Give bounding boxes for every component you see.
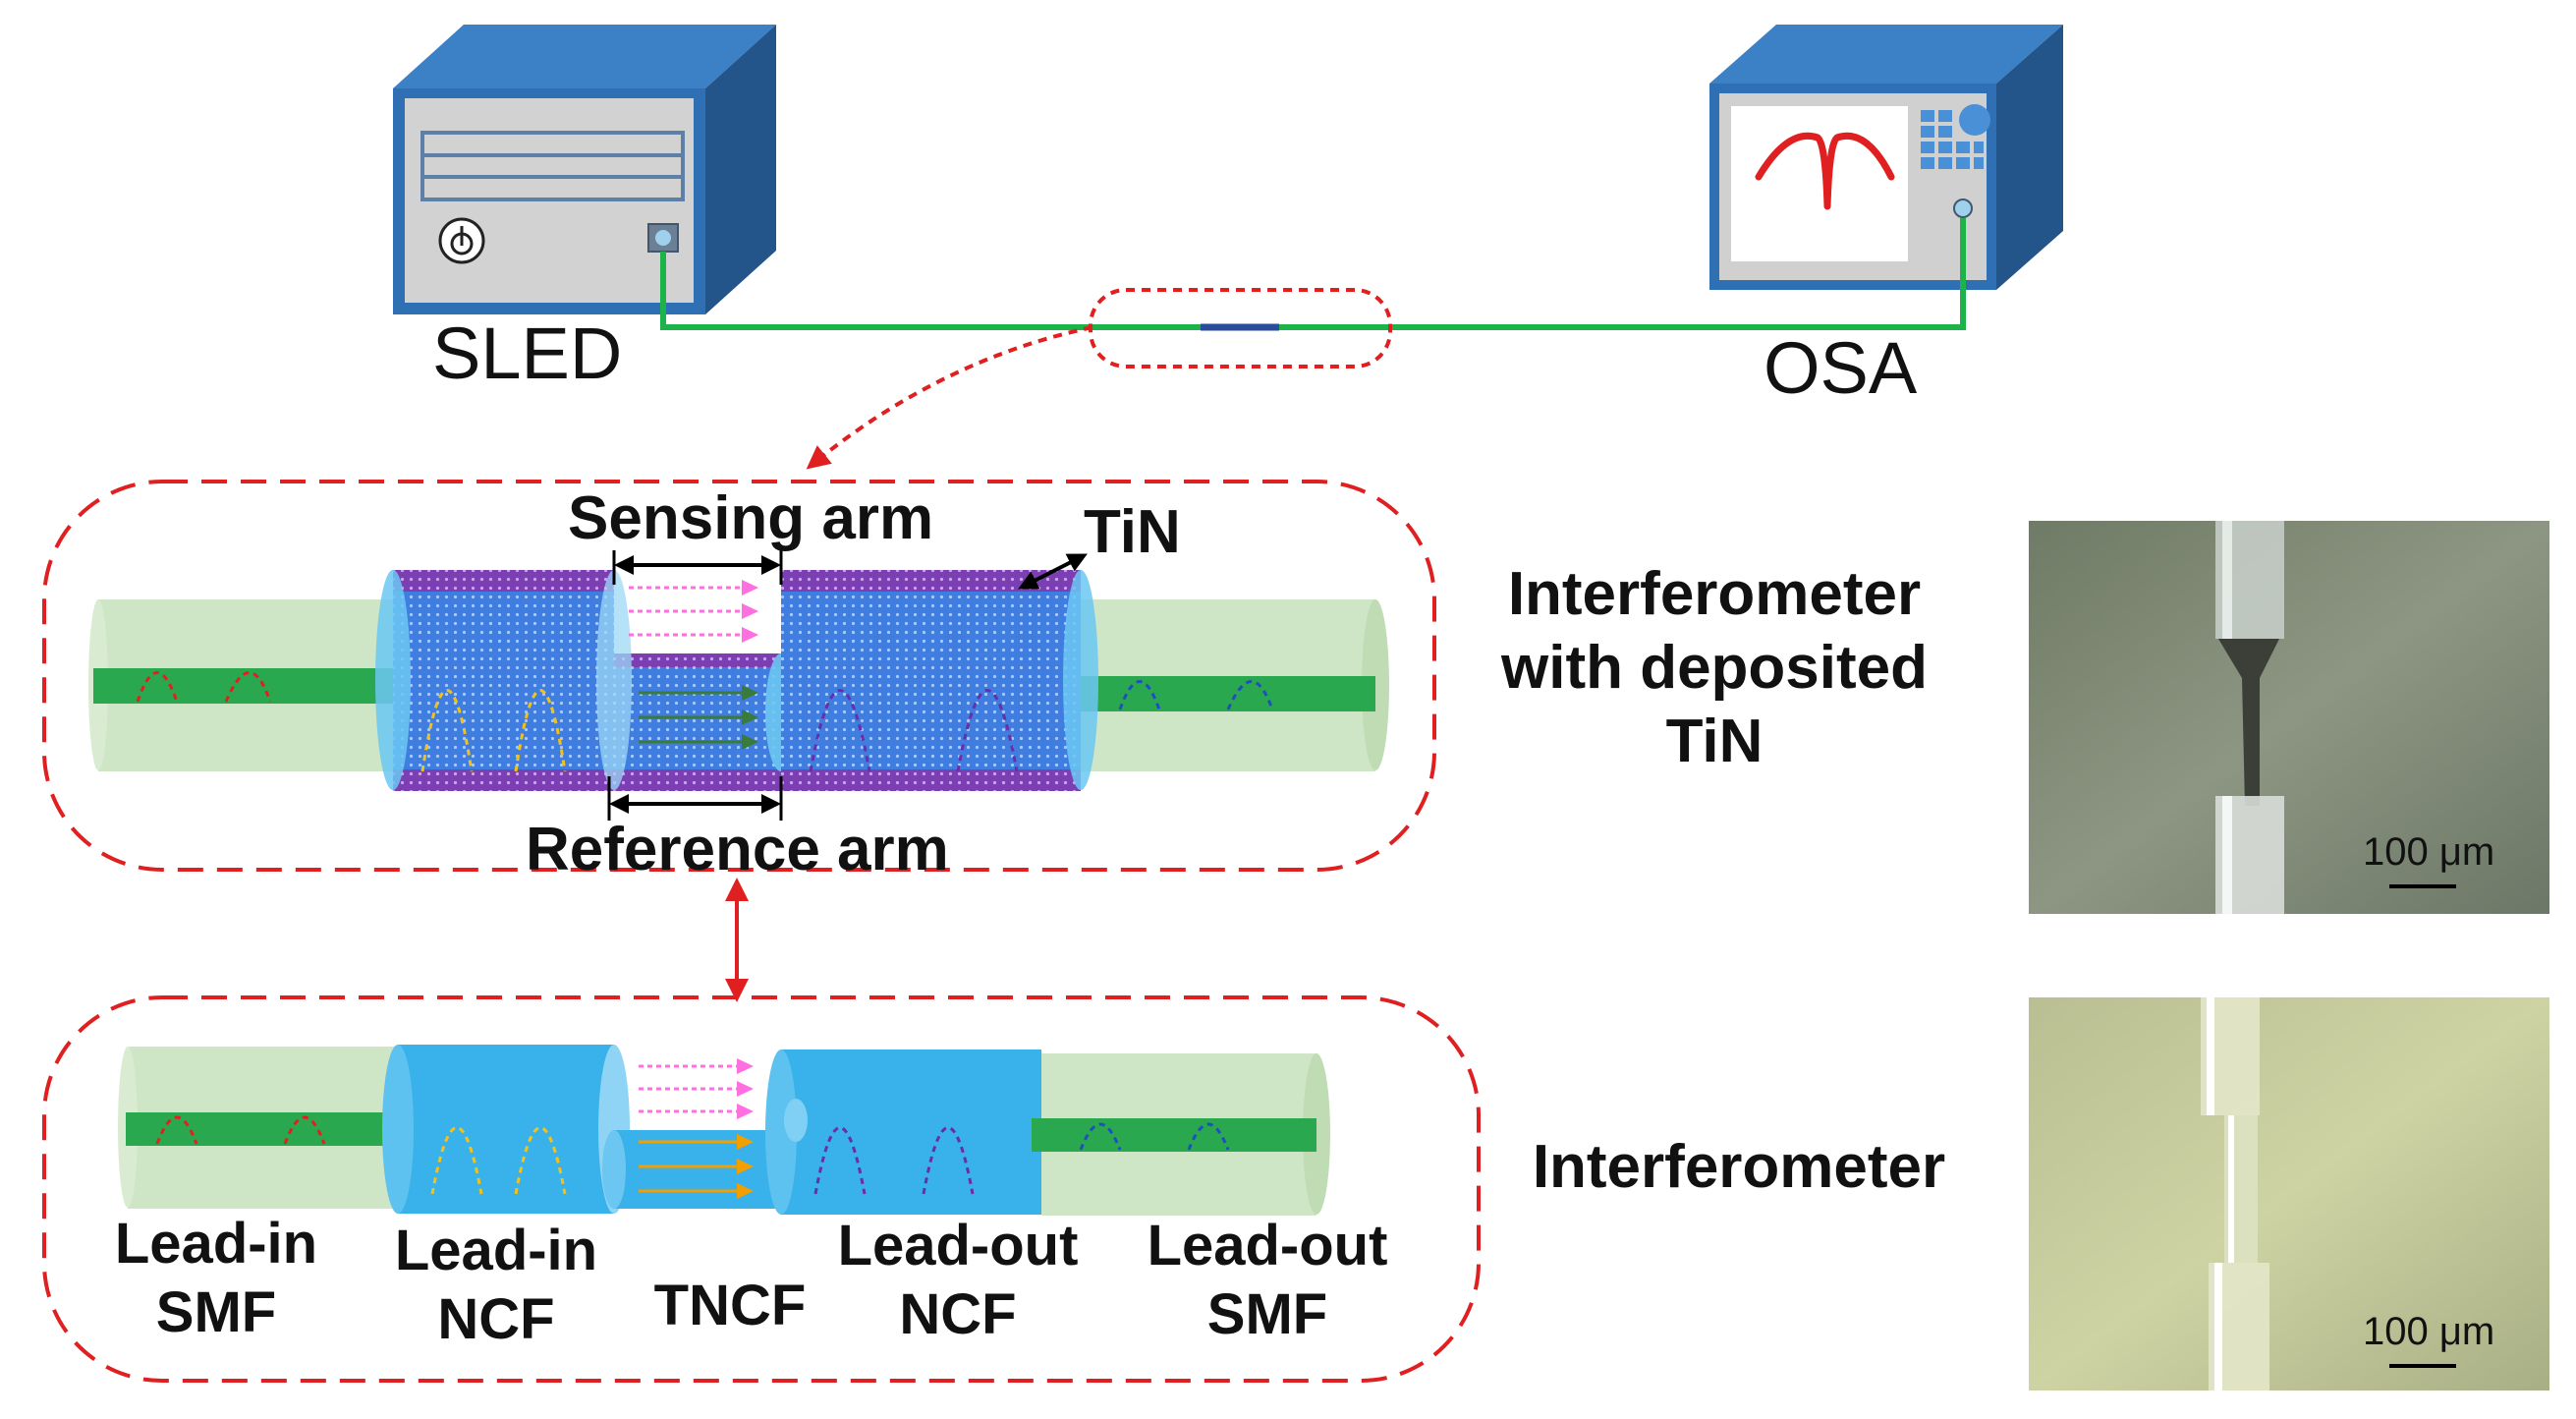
segment-label-lead-in-smf-2: SMF xyxy=(156,1280,276,1344)
coated-sensor-panel xyxy=(42,480,1436,872)
segment-label-lead-out-ncf-1: Lead-out xyxy=(838,1214,1079,1277)
uncoated-lead-in-ncf xyxy=(382,1045,630,1214)
uncoated-lead-out-ncf xyxy=(765,1050,1041,1215)
coated-lead-out-smf xyxy=(1066,599,1389,771)
coated-lead-in-smf xyxy=(88,599,393,771)
coated-description-line-1: Interferometer xyxy=(1508,560,1921,628)
uncoated-lead-out-smf xyxy=(1032,1053,1330,1216)
scale-bar-label-bottom: 100 μm xyxy=(2363,1310,2494,1353)
osa-label: OSA xyxy=(1764,327,1918,409)
segment-label-lead-out-ncf-2: NCF xyxy=(899,1282,1016,1346)
segment-label-lead-out-smf-1: Lead-out xyxy=(1148,1214,1388,1277)
segment-label-lead-out-smf-2: SMF xyxy=(1207,1282,1327,1346)
osa-screen xyxy=(1731,106,1908,261)
segment-label-tncf: TNCF xyxy=(654,1274,807,1337)
segment-label-lead-in-smf-1: Lead-in xyxy=(115,1212,317,1276)
sensing-arm-label: Sensing arm xyxy=(568,484,933,552)
segment-label-lead-in-ncf-1: Lead-in xyxy=(395,1219,597,1282)
micrograph-plain: 100 μm xyxy=(2029,997,2549,1391)
zoom-pointer-arrow xyxy=(806,325,1093,470)
optical-fiber-line xyxy=(660,218,1966,330)
power-icon xyxy=(438,217,485,264)
keypad-icon xyxy=(1921,104,1990,169)
uncoated-description: Interferometer xyxy=(1533,1133,1945,1201)
sled-label: SLED xyxy=(432,312,622,394)
coated-description-line-2: with deposited xyxy=(1500,634,1928,702)
osa-instrument xyxy=(1709,25,2063,290)
tin-coating-label: TiN xyxy=(1084,498,1181,566)
uncoated-sensor-panel xyxy=(42,995,1481,1383)
segment-label-lead-in-ncf-2: NCF xyxy=(437,1287,554,1351)
reference-arm-label: Reference arm xyxy=(526,816,949,883)
uncoated-tncf xyxy=(602,1058,781,1209)
uncoated-lead-in-smf xyxy=(118,1047,411,1209)
scale-bar-label-top: 100 μm xyxy=(2363,830,2494,874)
tin-coated-ncf xyxy=(375,570,1098,791)
spectrum-dip-icon xyxy=(1755,132,1895,210)
sled-instrument xyxy=(393,25,776,314)
coated-description-line-3: TiN xyxy=(1666,708,1764,775)
micrograph-coated: 100 μm xyxy=(2029,521,2549,914)
osa-input-port xyxy=(1953,199,1973,218)
